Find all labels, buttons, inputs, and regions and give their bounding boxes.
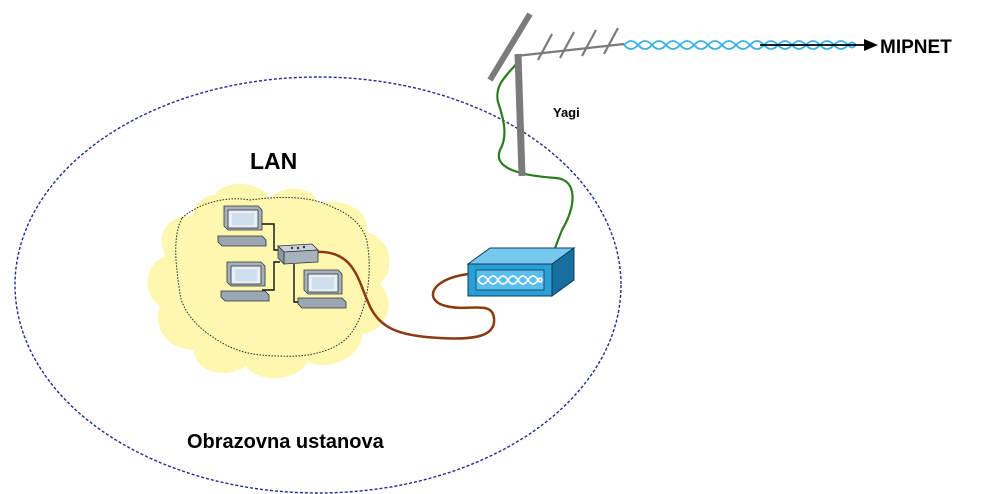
radio-bridge-icon — [466, 247, 576, 297]
lan-cloud — [147, 183, 390, 379]
radio-wave — [623, 40, 857, 50]
pc-icon — [217, 205, 267, 247]
lan-segment-boundary — [175, 197, 370, 357]
lan-cable — [315, 250, 496, 340]
lan-label: LAN — [250, 148, 298, 174]
yagi-antenna-icon — [487, 12, 625, 177]
pc-icon — [220, 261, 270, 302]
institution-label: Obrazovna ustanova — [187, 431, 384, 453]
pc-icon — [297, 269, 347, 309]
institution-boundary — [14, 76, 622, 494]
switch-icon — [277, 243, 319, 265]
antenna-cable — [496, 59, 574, 259]
arrow-head-icon — [864, 39, 878, 51]
network-label: MIPNET — [880, 37, 952, 58]
antenna-label: Yagi — [553, 105, 580, 120]
